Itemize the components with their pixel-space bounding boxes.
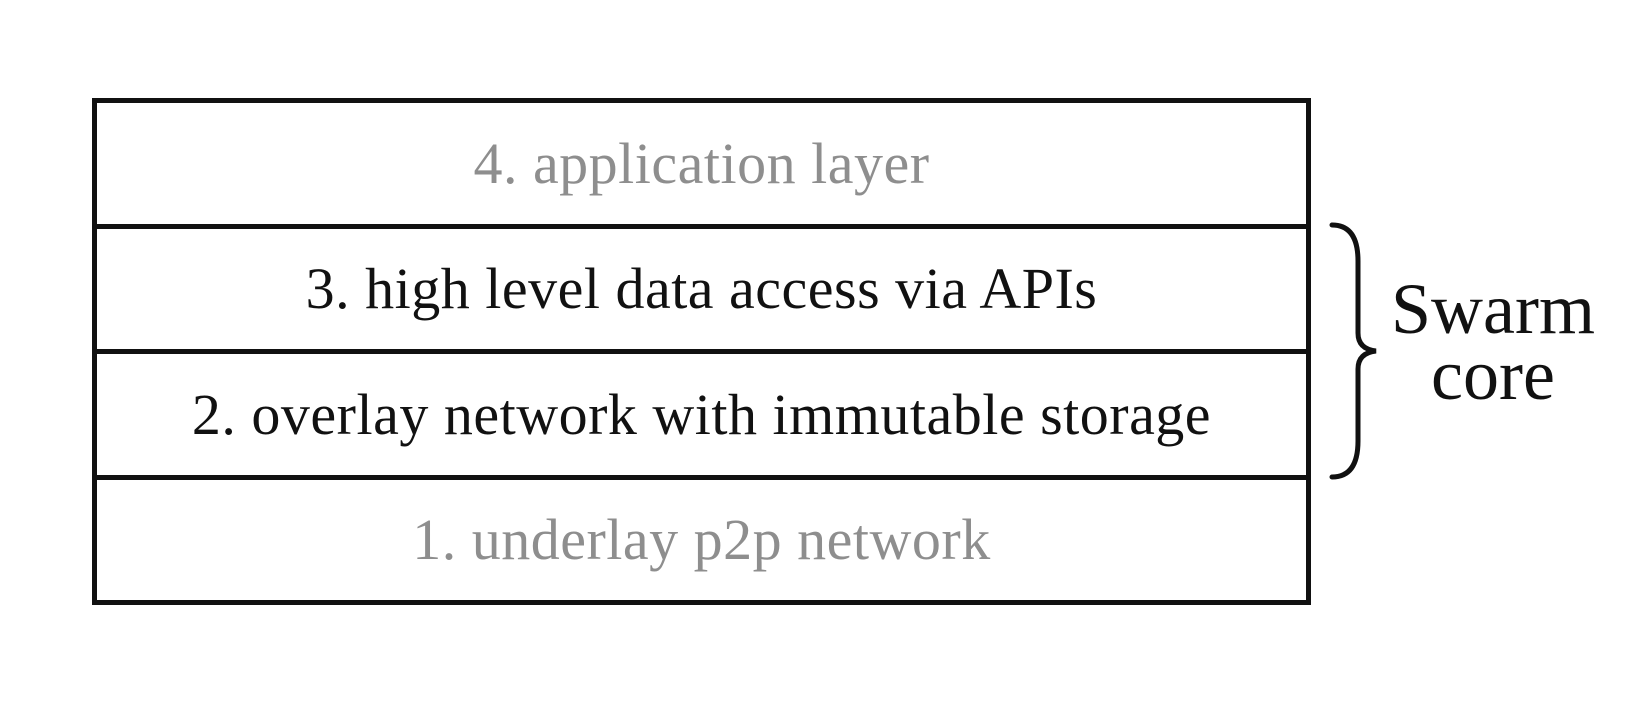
brace-label: Swarm core bbox=[1368, 269, 1618, 416]
layer-underlay-network: 1. underlay p2p network bbox=[97, 474, 1306, 601]
layer-api-access: 3. high level data access via APIs bbox=[97, 223, 1306, 350]
curly-brace-icon bbox=[1329, 222, 1377, 480]
layer-overlay-network-label: 2. overlay network with immutable storag… bbox=[191, 381, 1212, 447]
layer-stack: 4. application layer 3. high level data … bbox=[92, 98, 1311, 605]
layer-application: 4. application layer bbox=[97, 103, 1306, 224]
layer-application-label: 4. application layer bbox=[473, 130, 930, 196]
layer-overlay-network: 2. overlay network with immutable storag… bbox=[97, 349, 1306, 475]
brace-label-line1: Swarm bbox=[1391, 269, 1595, 349]
layer-api-access-label: 3. high level data access via APIs bbox=[305, 256, 1098, 322]
brace-label-line2: core bbox=[1431, 335, 1555, 416]
layer-underlay-network-label: 1. underlay p2p network bbox=[412, 507, 991, 573]
